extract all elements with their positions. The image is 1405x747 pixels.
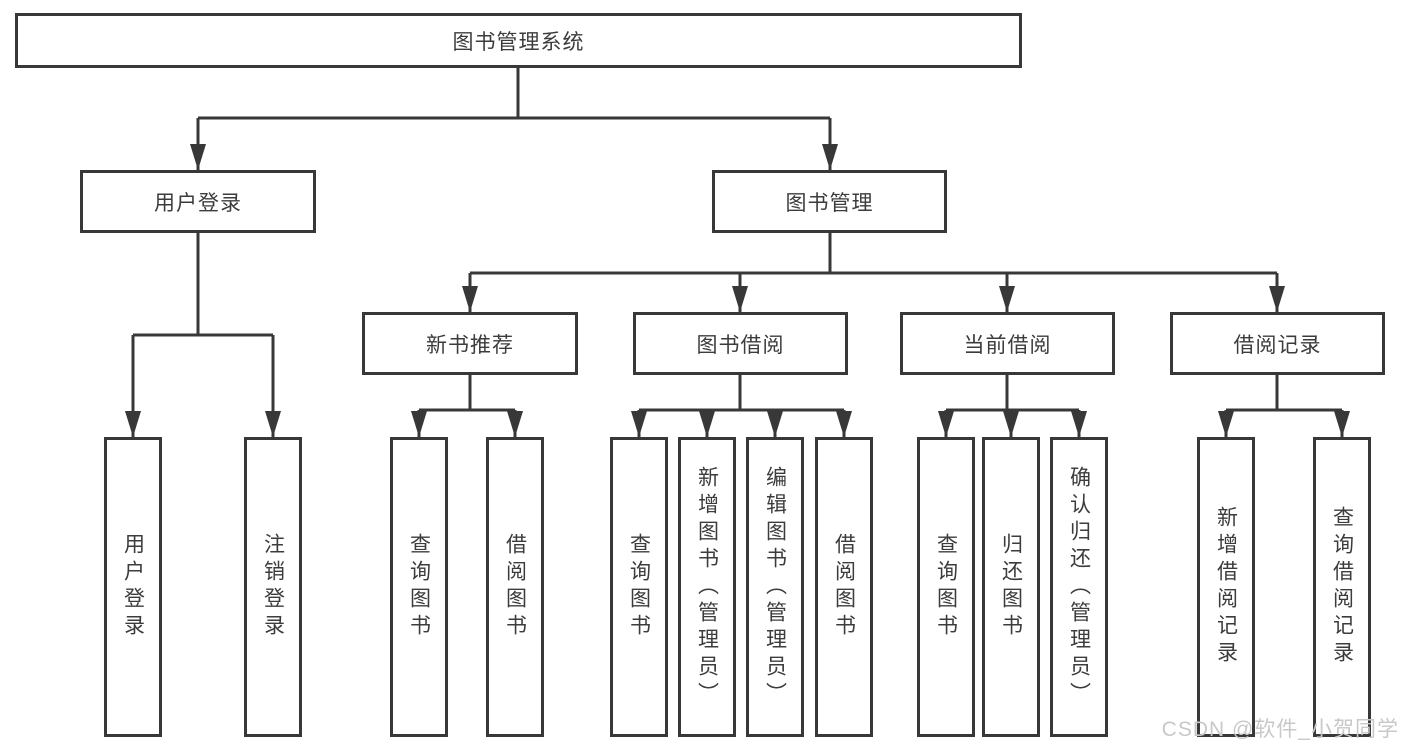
- node-book-borrowing: 图书借阅: [633, 312, 848, 375]
- node-label: 查询图书: [627, 533, 651, 641]
- leaf-add-books-admin: 新增图书（管理员）: [678, 437, 736, 737]
- node-label: 借阅图书: [832, 533, 856, 641]
- leaf-add-borrow-record: 新增借阅记录: [1197, 437, 1255, 737]
- node-label: 注销登录: [261, 533, 285, 641]
- leaf-query-borrow-record: 查询借阅记录: [1313, 437, 1371, 737]
- watermark: CSDN @软件_小贺同学: [1161, 718, 1399, 741]
- node-label: 查询图书: [407, 533, 431, 641]
- node-label: 借阅记录: [1233, 333, 1322, 357]
- node-borrowing-records: 借阅记录: [1170, 312, 1385, 375]
- arrowheads: [125, 144, 1350, 437]
- node-new-book-recommendation: 新书推荐: [362, 312, 578, 375]
- node-label: 当前借阅: [963, 333, 1052, 357]
- node-label: 借阅图书: [503, 533, 527, 641]
- node-label: 编辑图书（管理员）: [763, 465, 787, 709]
- leaf-confirm-return-admin: 确认归还（管理员）: [1050, 437, 1108, 737]
- leaf-logout: 注销登录: [244, 437, 302, 737]
- leaf-query-books-recommend: 查询图书: [390, 437, 448, 737]
- node-library-management-system: 图书管理系统: [15, 13, 1022, 68]
- leaf-query-books-current: 查询图书: [917, 437, 975, 737]
- leaf-borrow-books-recommend: 借阅图书: [486, 437, 544, 737]
- node-current-borrowing: 当前借阅: [900, 312, 1115, 375]
- node-label: 用户登录: [121, 533, 145, 641]
- node-user-login: 用户登录: [80, 170, 316, 233]
- node-label: 用户登录: [154, 191, 242, 215]
- node-label: 图书管理系统: [452, 30, 585, 54]
- node-label: 归还图书: [999, 533, 1023, 641]
- leaf-return-books: 归还图书: [982, 437, 1040, 737]
- node-label: 新增借阅记录: [1214, 506, 1238, 668]
- node-book-management: 图书管理: [712, 170, 947, 233]
- node-label: 图书借阅: [696, 333, 785, 357]
- node-label: 新书推荐: [426, 333, 514, 357]
- node-label: 查询借阅记录: [1330, 506, 1354, 668]
- node-label: 新增图书（管理员）: [695, 465, 719, 709]
- leaf-user-login: 用户登录: [104, 437, 162, 737]
- node-label: 查询图书: [934, 533, 958, 641]
- leaf-query-books-borrowing: 查询图书: [610, 437, 668, 737]
- connector-paths: [131, 68, 1344, 437]
- node-label: 确认归还（管理员）: [1067, 465, 1091, 709]
- node-label: 图书管理: [785, 191, 874, 215]
- leaf-edit-books-admin: 编辑图书（管理员）: [746, 437, 804, 737]
- leaf-borrow-books-borrowing: 借阅图书: [815, 437, 873, 737]
